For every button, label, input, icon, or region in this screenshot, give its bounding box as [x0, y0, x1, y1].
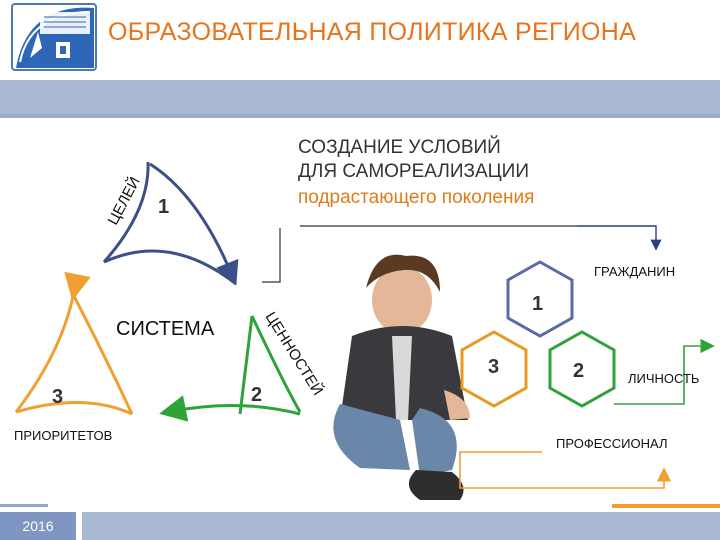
hexagon-left-number: 3 — [488, 356, 499, 379]
personality-label: ЛИЧНОСТЬ — [628, 371, 699, 386]
goals-number: 1 — [158, 196, 169, 219]
citizen-label: ГРАЖДАНИН — [594, 264, 675, 279]
goals-triangle — [104, 162, 236, 284]
footer-year: 2016 — [0, 518, 76, 534]
footer-accent-left — [0, 504, 48, 507]
priorities-triangle — [16, 292, 132, 414]
condition-line-2: ДЛЯ САМОРЕАЛИЗАЦИИ — [298, 161, 529, 183]
footer-bar — [82, 512, 720, 540]
footer-accent-right — [612, 504, 720, 508]
citizen-arrow — [578, 226, 656, 248]
professional-label: ПРОФЕССИОНАЛ — [556, 436, 668, 451]
young-man-crouching-photo — [333, 255, 470, 500]
values-number: 2 — [251, 384, 262, 407]
priorities-number: 3 — [52, 386, 63, 409]
hexagon-right-number: 2 — [573, 360, 584, 383]
professional-arrow — [460, 452, 664, 488]
priorities-label: ПРИОРИТЕТОВ — [14, 428, 112, 443]
condition-line-3: подрастающего поколения — [298, 187, 534, 209]
condition-connector-drop — [262, 228, 280, 282]
condition-line-1: СОЗДАНИЕ УСЛОВИЙ — [298, 137, 501, 159]
hexagon-top-number: 1 — [532, 293, 543, 316]
goals-label: ЦЕЛЕЙ — [104, 174, 144, 228]
system-label: СИСТЕМА — [116, 318, 214, 341]
